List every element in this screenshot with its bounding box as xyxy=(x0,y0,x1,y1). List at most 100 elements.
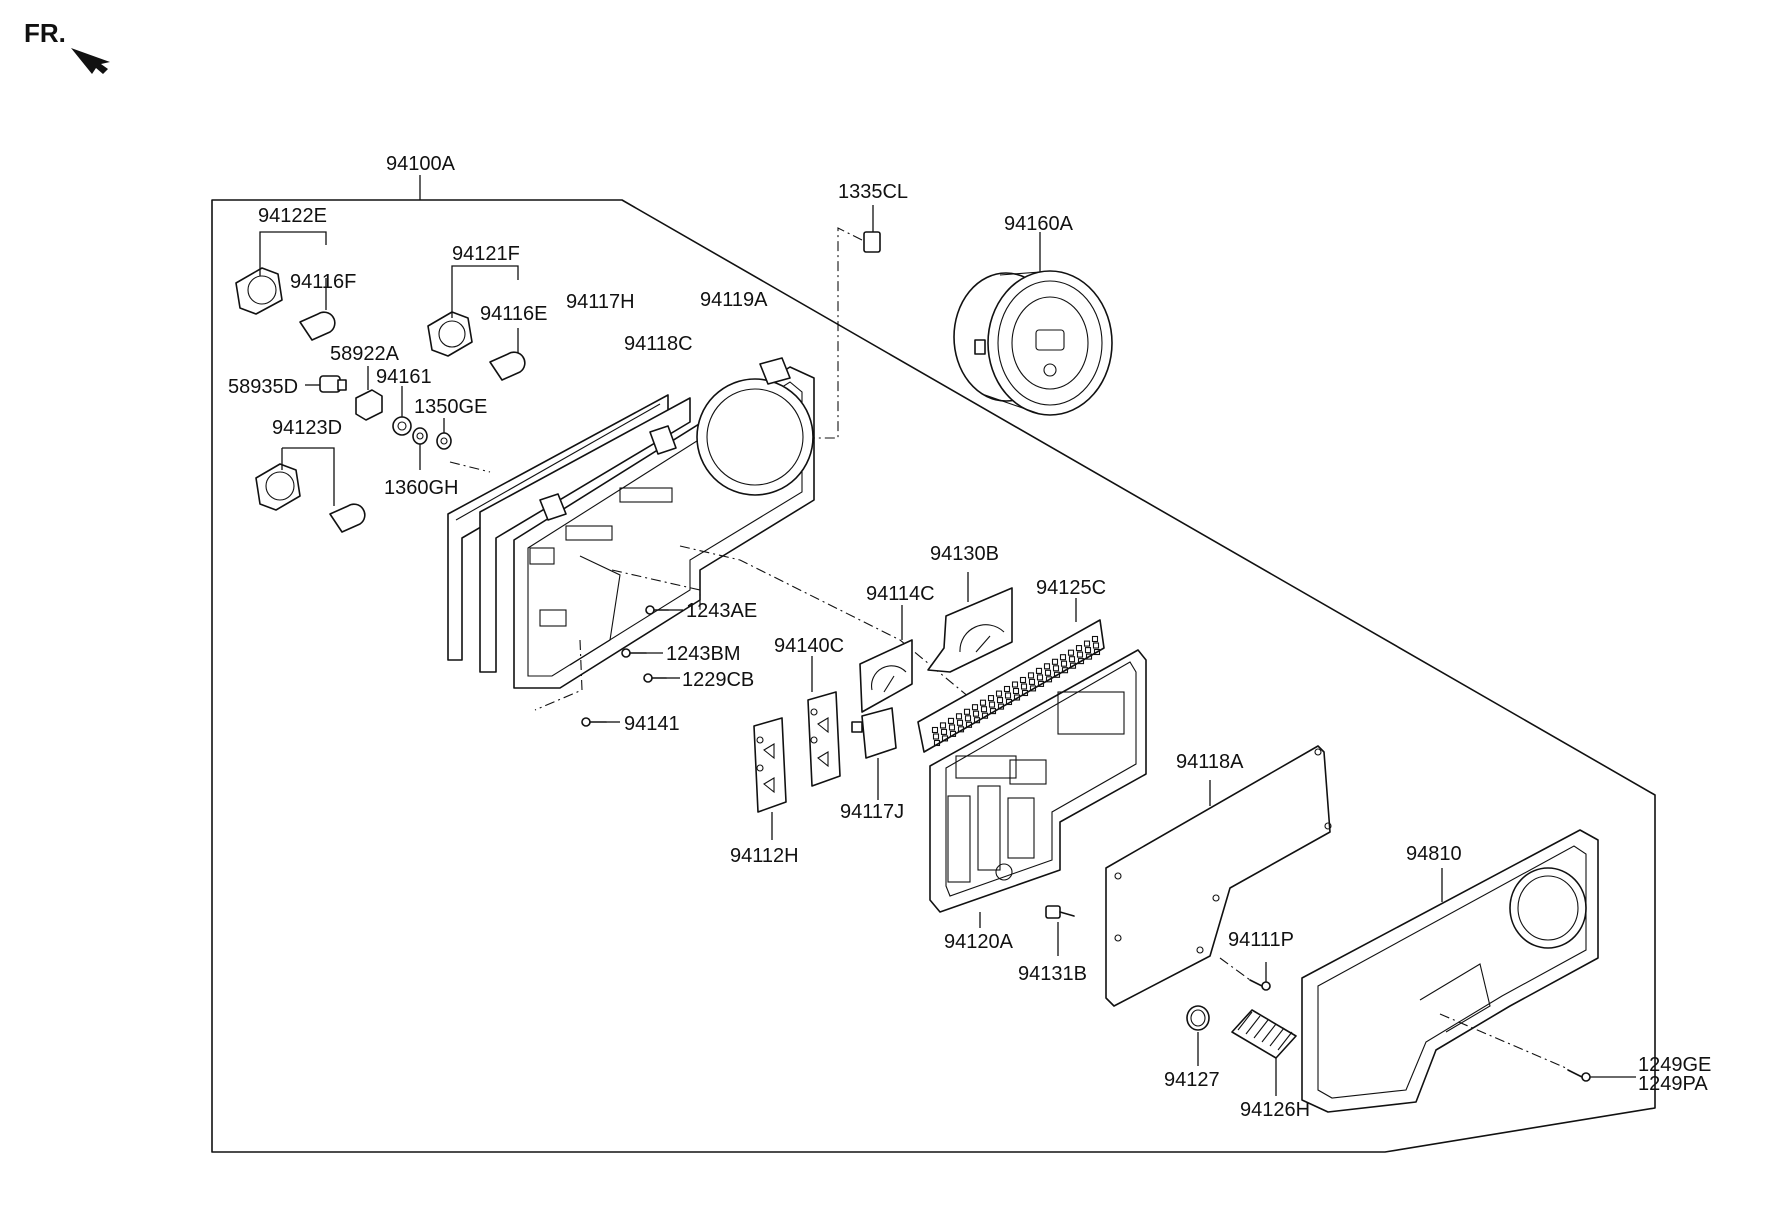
strip-hole xyxy=(972,710,980,717)
strip-hole xyxy=(1019,676,1027,684)
nut-94161 xyxy=(392,386,412,436)
strip-hole xyxy=(1067,649,1075,656)
strip-hole xyxy=(957,726,965,733)
label-1335cl: 1335CL xyxy=(838,181,908,203)
screw-1249ge xyxy=(1439,1013,1636,1082)
strip-hole xyxy=(981,712,989,719)
strip-hole xyxy=(1068,656,1076,663)
strip-hole xyxy=(973,717,981,724)
spring-94126h xyxy=(1231,1009,1297,1096)
strip-hole xyxy=(947,717,955,724)
strip-hole xyxy=(1027,672,1035,679)
strip-hole xyxy=(933,739,941,747)
connector-58935d xyxy=(305,375,347,393)
screw-94141 xyxy=(581,717,620,727)
strip-hole xyxy=(1069,662,1077,669)
label-94117j: 94117J xyxy=(840,801,904,823)
clip-1335cl xyxy=(808,205,881,439)
strip-hole xyxy=(989,708,997,715)
strip-hole xyxy=(1043,663,1051,670)
label-1229cb: 1229CB xyxy=(682,669,754,691)
strip-hole xyxy=(939,722,947,729)
label-94121f: 94121F xyxy=(452,243,520,265)
label-94116f: 94116F xyxy=(290,271,356,293)
strip-hole xyxy=(963,708,971,715)
label-94117h: 94117H xyxy=(566,291,635,313)
strip-hole xyxy=(956,719,964,726)
strip-hole xyxy=(1061,667,1069,674)
strip-94125c xyxy=(917,598,1105,753)
strip-hole xyxy=(955,713,963,720)
label-58922a: 58922A xyxy=(330,343,400,365)
strip-hole xyxy=(949,730,957,737)
label-1350ge: 1350GE xyxy=(414,396,487,418)
strip-hole xyxy=(996,697,1004,704)
strip-hole xyxy=(980,706,988,713)
strip-hole xyxy=(940,728,948,735)
strip-hole xyxy=(1060,660,1068,667)
centerline-socket xyxy=(534,639,583,711)
strip-hole xyxy=(1059,654,1067,661)
bulb-94123d xyxy=(329,503,366,533)
label-1249ge: 1249GE xyxy=(1638,1054,1711,1076)
strip-hole xyxy=(995,690,1003,697)
label-94161: 94161 xyxy=(376,366,432,388)
washer-1350ge xyxy=(436,418,452,450)
strip-hole xyxy=(1091,635,1099,643)
label-94141: 94141 xyxy=(624,713,680,735)
label-94112h: 94112H xyxy=(730,845,799,867)
label-1249pa: 1249PA xyxy=(1638,1073,1708,1095)
switch-94112h xyxy=(753,717,787,840)
strip-hole xyxy=(971,704,979,711)
strip-hole xyxy=(1077,658,1085,665)
centerline-housing-plate xyxy=(611,569,701,610)
strip-hole xyxy=(1004,692,1012,699)
label-94126h: 94126H xyxy=(1240,1099,1310,1121)
label-94111p: 94111P xyxy=(1228,929,1294,951)
label-94114c: 94114C xyxy=(866,583,935,605)
label-94123d: 94123D xyxy=(272,417,342,439)
strip-hole xyxy=(1003,685,1011,693)
front-label: FR. xyxy=(24,18,66,48)
label-94100a: 94100A xyxy=(386,153,456,175)
strip-hole xyxy=(1005,698,1013,706)
strip-perforations xyxy=(931,635,1101,747)
screw-1229cb xyxy=(643,673,680,683)
screw-1243ae xyxy=(645,605,683,615)
label-1243ae: 1243AE xyxy=(686,600,757,622)
strip-hole xyxy=(1021,689,1029,697)
bulb-94116e xyxy=(489,328,526,381)
screw-1243bm xyxy=(621,648,663,658)
strip-hole xyxy=(965,721,973,728)
strip-hole xyxy=(1084,647,1092,654)
strip-hole xyxy=(1076,651,1084,658)
label-94810: 94810 xyxy=(1406,843,1462,865)
label-58935d: 58935D xyxy=(228,376,298,398)
strip-hole xyxy=(1029,685,1037,692)
centerline-lamps xyxy=(449,461,491,473)
strip-hole xyxy=(979,699,987,706)
gauge-plate-94130b xyxy=(927,572,1013,673)
screw-94111p xyxy=(1219,957,1271,991)
plate-94120a xyxy=(929,649,1147,928)
strip-hole xyxy=(1020,683,1028,690)
cover-94118a xyxy=(1105,745,1332,1007)
strip-hole xyxy=(987,695,995,702)
strip-hole xyxy=(1051,658,1059,665)
strip-hole xyxy=(1045,676,1053,683)
strip-hole xyxy=(1044,669,1052,676)
strip-hole xyxy=(1092,642,1100,649)
strip-hole xyxy=(941,735,949,742)
label-94127: 94127 xyxy=(1164,1069,1220,1091)
strip-hole xyxy=(1085,653,1093,660)
strip-hole xyxy=(1011,681,1019,688)
gauge-plate-94114c xyxy=(859,605,913,713)
label-94160a: 94160A xyxy=(1004,213,1074,235)
strip-hole xyxy=(997,703,1005,710)
socket-94122e xyxy=(235,231,327,315)
label-94118c: 94118C xyxy=(624,333,693,355)
label-94125c: 94125C xyxy=(1036,577,1106,599)
strip-hole xyxy=(964,715,972,722)
socket-94123d xyxy=(255,447,335,511)
